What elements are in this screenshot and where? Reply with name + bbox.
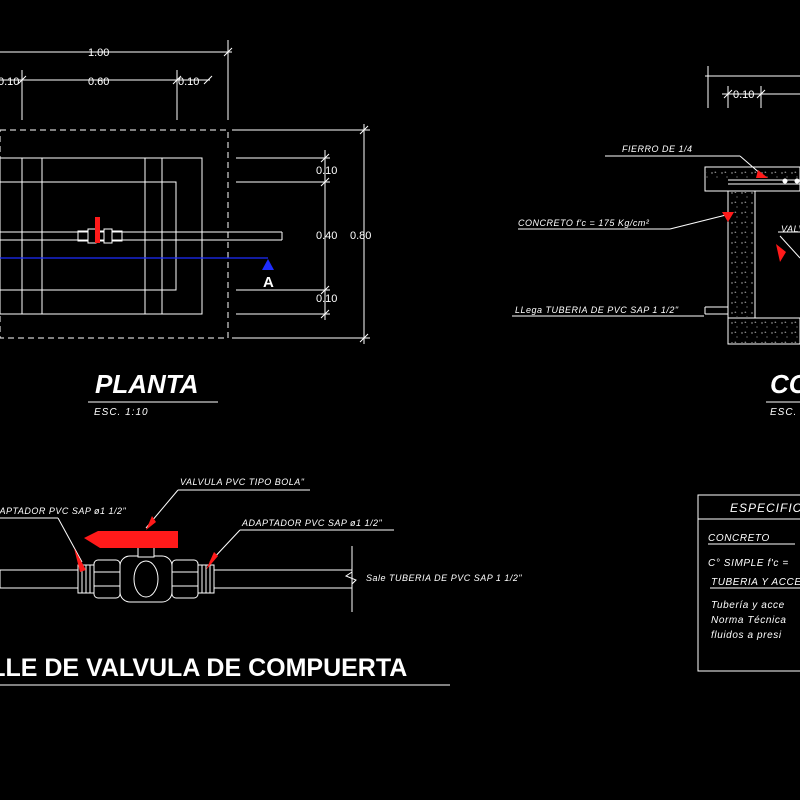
rebar-leader-arrow	[756, 170, 768, 178]
plan-view	[0, 40, 370, 344]
section-view	[512, 66, 800, 345]
rebar-dot-icon	[782, 178, 788, 184]
valve-leader-arrow	[776, 244, 786, 262]
plan-dim-middle: 0.60	[88, 76, 109, 88]
label-valve: VALVULA PVC TIPO BOLA"	[180, 477, 305, 487]
valve-detail	[0, 489, 394, 612]
section-lid-hatch	[706, 168, 799, 179]
section-scale: ESC.	[770, 407, 797, 418]
concrete-leader-arrow	[722, 212, 734, 222]
plan-valve-icon	[77, 217, 123, 244]
section-base-hatch	[729, 319, 799, 343]
section-dim-top: 0.10	[733, 89, 754, 101]
specifications-box	[697, 494, 800, 672]
section-marker-label: A	[263, 274, 274, 291]
plan-dim-total-width: 1.00	[88, 47, 109, 59]
plan-dim-top: 0.10	[316, 165, 337, 177]
plan-dim-center: 0.40	[316, 230, 337, 242]
detail-title: DETALLE DE VALVULA DE COMPUERTA	[0, 654, 407, 682]
specs-pipe-line3: fluidos a presi	[711, 630, 782, 641]
label-pipe-in: LLega TUBERIA DE PVC SAP 1 1/2"	[515, 305, 679, 315]
specs-concrete-line: C° SIMPLE f'c =	[708, 558, 789, 569]
label-rebar: FIERRO DE 1/4	[622, 144, 693, 154]
plan-dim-left: 0.10	[0, 76, 19, 88]
section-wall-hatch	[729, 192, 754, 317]
adapter-left-leader-arrow	[74, 548, 86, 572]
label-valve-partial: VALV	[781, 224, 800, 234]
section-title: CO	[770, 369, 800, 399]
rebar-dot-icon	[794, 178, 800, 184]
label-adapter-left: ADAPTADOR PVC SAP ø1 1/2"	[0, 506, 127, 516]
plan-dim-bottom: 0.10	[316, 293, 337, 305]
specs-pipe-line1: Tubería y acce	[711, 600, 785, 611]
plan-dim-right: 0.10	[178, 76, 199, 88]
valve-leader-arrow	[146, 516, 156, 530]
adapter-right-leader-arrow	[206, 552, 218, 570]
specs-pipe-line2: Norma Técnica	[711, 615, 787, 626]
specs-header: ESPECIFICACIONES	[730, 501, 800, 515]
specs-concrete-heading: CONCRETO	[708, 533, 770, 544]
label-pipe-out: Sale TUBERIA DE PVC SAP 1 1/2"	[366, 573, 522, 583]
plan-dim-total-height: 0.80	[350, 230, 371, 242]
label-concrete: CONCRETO f'c = 175 Kg/cm²	[518, 218, 650, 228]
section-marker-icon	[262, 259, 274, 270]
specs-pipe-heading: TUBERIA Y ACCESORIOS	[711, 577, 800, 588]
label-adapter-right: ADAPTADOR PVC SAP ø1 1/2"	[241, 518, 383, 528]
plan-title: PLANTA	[95, 369, 199, 399]
plan-scale: ESC. 1:10	[94, 407, 149, 418]
